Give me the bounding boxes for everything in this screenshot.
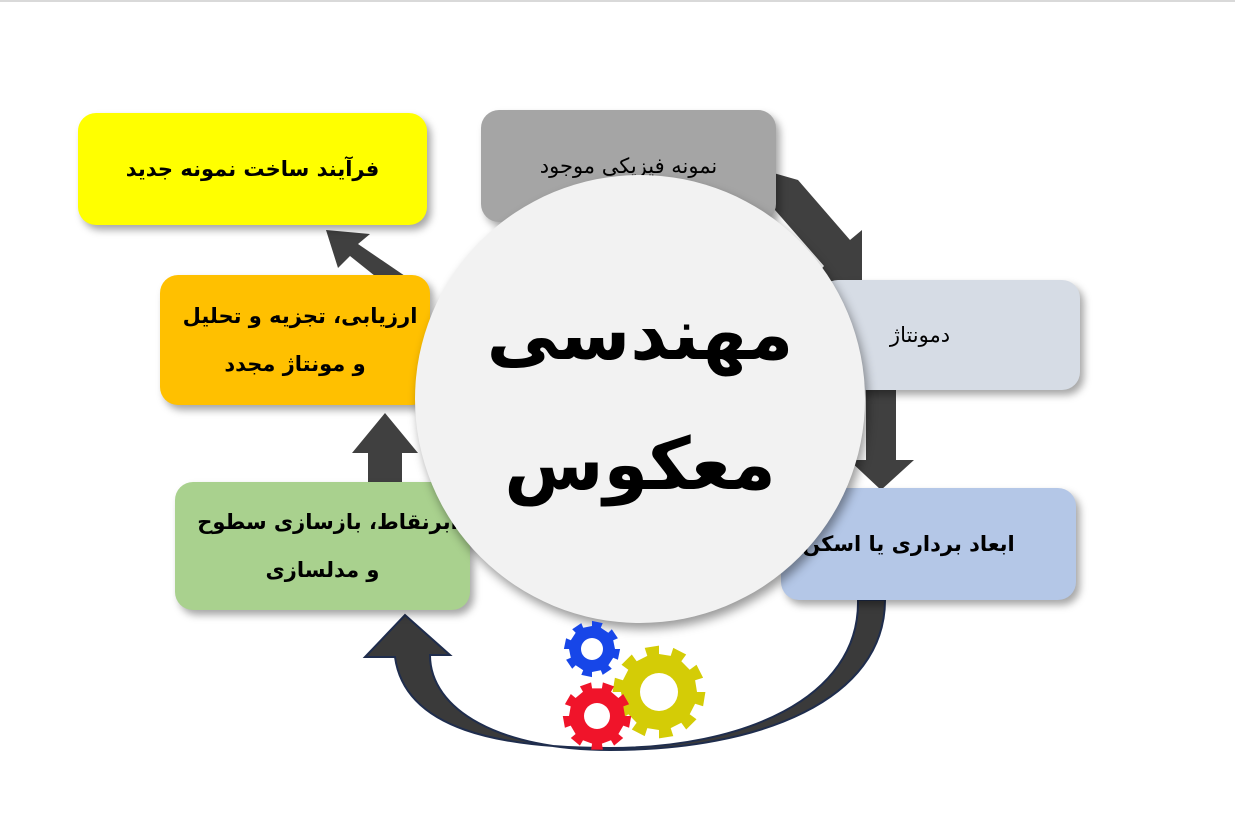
step-label: دمونتاژ <box>889 323 951 347</box>
arrow-scan-to-model-curved <box>362 599 887 752</box>
top-border <box>0 0 1235 2</box>
center-circle: مهندسی معکوس <box>415 175 865 623</box>
step-label: ارزیابی، تجزیه و تحلیل <box>182 304 418 328</box>
step-evaluation: ارزیابی، تجزیه و تحلیل و مونتاژ مجدد <box>160 275 430 405</box>
step-point-cloud: ابرنقاط، بازسازی سطوح و مدلسازی <box>175 482 470 610</box>
arrow-physical-to-disassembly <box>770 172 862 283</box>
arrow-model-to-assembly <box>352 413 418 484</box>
step-label: و مدلسازی <box>265 558 380 582</box>
arrow-assembly-to-new <box>326 230 405 276</box>
center-title-line1: مهندسی <box>486 292 794 376</box>
step-label: ابرنقاط، بازسازی سطوح <box>197 510 458 534</box>
step-new-model-process: فرآیند ساخت نمونه جدید <box>78 113 427 225</box>
center-title-line2: معکوس <box>504 422 776 506</box>
step-label: نمونه فیزیکی موجود <box>539 154 718 178</box>
step-label: ابعاد برداری یا اسکن <box>802 532 1015 556</box>
step-label: فرآیند ساخت نمونه جدید <box>125 157 380 181</box>
step-label: و مونتاژ مجدد <box>224 352 366 376</box>
arrow-disassembly-to-scan <box>849 390 914 490</box>
